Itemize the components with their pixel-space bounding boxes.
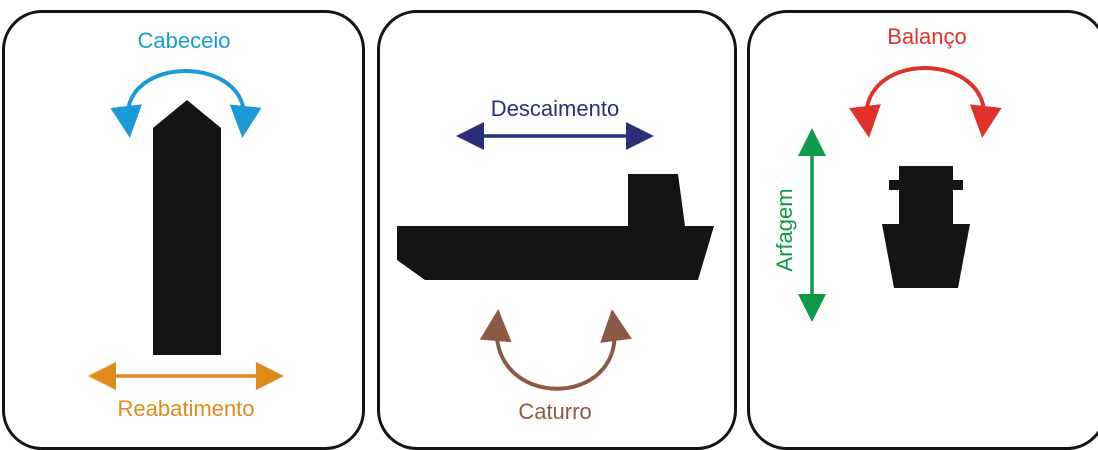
ship-front-view-shape xyxy=(882,166,970,288)
balanco-label: Balanço xyxy=(887,24,967,49)
descaimento-label: Descaimento xyxy=(490,96,620,121)
cabeceio-arrow xyxy=(110,69,262,138)
arfagem-label: Arfagem xyxy=(772,188,797,272)
ship-top-view-shape xyxy=(153,100,221,355)
motion-diagram xyxy=(88,66,1002,391)
cabeceio-label: Cabeceio xyxy=(137,28,231,53)
reabatimento-label: Reabatimento xyxy=(117,396,255,421)
caturro-arrow xyxy=(479,309,632,391)
ship-side-view-shape xyxy=(397,174,714,280)
caturro-label: Caturro xyxy=(518,399,592,424)
balanco-arrow xyxy=(849,66,1002,138)
